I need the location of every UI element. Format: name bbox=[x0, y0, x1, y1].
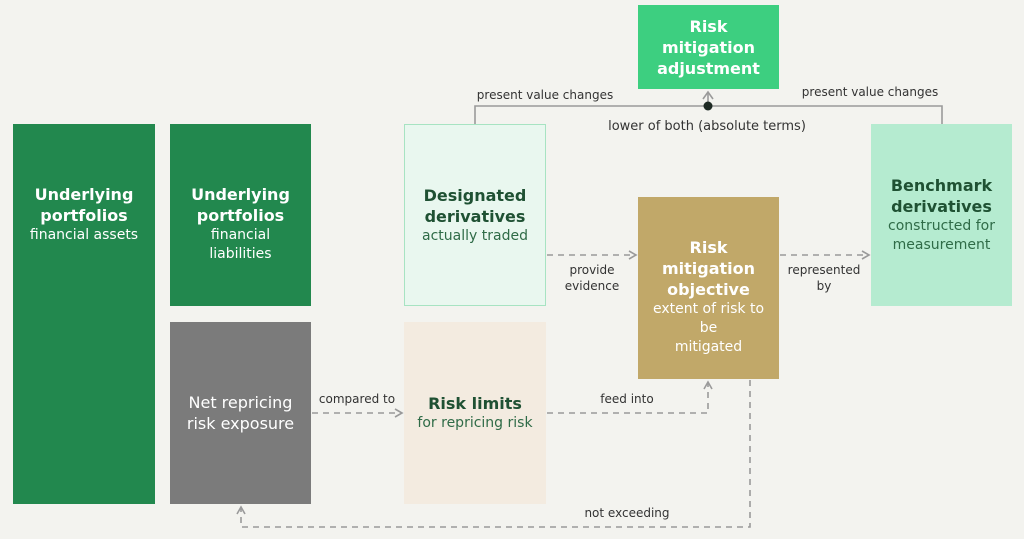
risk-mitigation-adjustment-box: Risk mitigation adjustment bbox=[638, 5, 779, 89]
feed-into-arrow bbox=[547, 380, 713, 414]
benchmark-derivatives-box: Benchmark derivatives constructed for me… bbox=[871, 124, 1012, 306]
junction-dot bbox=[703, 101, 713, 111]
not-exceeding-arrow bbox=[236, 380, 751, 528]
liabilities-subtitle: financial liabilities bbox=[209, 227, 272, 262]
feed-into-label: feed into bbox=[600, 392, 654, 406]
designated-derivatives-box: Designated derivatives actually traded bbox=[404, 124, 546, 306]
adjustment-title: Risk mitigation adjustment bbox=[657, 16, 760, 78]
pv-changes-right-label: present value changes bbox=[801, 85, 939, 99]
compared-to-label: compared to bbox=[318, 392, 396, 406]
designated-subtitle: actually traded bbox=[422, 227, 528, 244]
net-repricing-risk-box: Net repricing risk exposure bbox=[170, 322, 311, 504]
underlying-portfolios-liabilities-box: Underlying portfolios financial liabilit… bbox=[170, 124, 311, 306]
assets-title: Underlying portfolios bbox=[34, 185, 134, 225]
net-repricing-title: Net repricing risk exposure bbox=[186, 393, 295, 433]
risk-limits-title: Risk limits bbox=[428, 394, 522, 413]
assets-subtitle: financial assets bbox=[29, 227, 139, 243]
benchmark-title: Benchmark derivatives bbox=[890, 176, 993, 216]
risk-limits-box: Risk limits for repricing risk bbox=[404, 322, 546, 504]
risk-mitigation-objective-box: Risk mitigation objective extent of risk… bbox=[638, 197, 779, 379]
benchmark-subtitle: constructed for measurement bbox=[888, 218, 995, 253]
pv-changes-left-label: present value changes bbox=[476, 88, 614, 102]
not-exceeding-label: not exceeding bbox=[584, 506, 670, 520]
liabilities-title: Underlying portfolios bbox=[191, 185, 290, 225]
risk-limits-subtitle: for repricing risk bbox=[417, 415, 533, 431]
designated-title: Designated derivatives bbox=[423, 185, 527, 226]
provide-evidence-label: provide evidence bbox=[564, 263, 620, 293]
underlying-portfolios-assets-box: Underlying portfolios financial assets bbox=[13, 124, 155, 504]
objective-subtitle: extent of risk to be mitigated bbox=[652, 301, 765, 355]
objective-title: Risk mitigation objective bbox=[661, 238, 756, 299]
lower-of-both-label: lower of both (absolute terms) bbox=[608, 119, 806, 134]
represented-by-label: represented by bbox=[787, 263, 861, 293]
